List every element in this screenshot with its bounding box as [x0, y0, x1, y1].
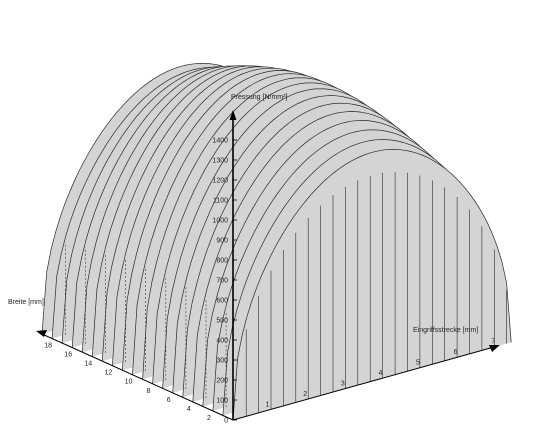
z-tick-label: 1400 [212, 138, 228, 145]
z-tick-label: 900 [216, 238, 228, 245]
x-tick-label: 2 [303, 391, 307, 398]
x-axis-line [232, 346, 495, 421]
z-tick-label: 0 [224, 418, 228, 425]
z-tick-label: 600 [216, 298, 228, 305]
y-axis-title: Breite [mm] [8, 299, 44, 306]
y-axis-arrow [36, 330, 47, 337]
z-tick-label: 300 [216, 358, 228, 365]
y-tick-label: 10 [125, 379, 133, 386]
z-tick-label: 800 [216, 258, 228, 265]
x-tick-label: 5 [416, 360, 420, 367]
y-tick-label: 4 [187, 406, 191, 413]
surface-section [233, 149, 512, 420]
z-tick-label: 200 [216, 378, 228, 385]
z-tick-label: 400 [216, 338, 228, 345]
z-axis-title: Pressung [N/mm²] [231, 94, 287, 101]
z-tick-label: 1100 [213, 198, 228, 205]
x-axis-arrow [489, 345, 500, 352]
z-tick-label: 100 [216, 398, 228, 405]
y-tick-label: 16 [64, 352, 72, 359]
tick-layer: 0 100 200 300 400 500 600 700 800 900 1000 1100 1200… [44, 138, 495, 425]
y-tick-label: 12 [105, 370, 113, 377]
x-tick-label: 3 [341, 381, 345, 388]
z-tick-label: 1300 [212, 158, 228, 165]
x-tick-label: 4 [378, 370, 382, 377]
z-tick-label: 1000 [212, 218, 228, 225]
y-tick-label: 8 [147, 388, 151, 395]
y-tick-label: 18 [44, 343, 52, 350]
y-tick-label: 6 [167, 397, 171, 404]
surface-layer [41, 62, 512, 421]
z-tick-label: 700 [216, 278, 228, 285]
surface-contour [232, 149, 512, 421]
z-axis-arrow [229, 110, 237, 120]
z-tick-label: 500 [216, 318, 228, 325]
y-tick-label: 14 [84, 361, 92, 368]
z-tick-label: 1200 [212, 178, 228, 185]
axis-layer: Pressung [N/mm²] Eingriffsstrecke [mm] B… [8, 94, 500, 421]
y-axis-line [41, 333, 234, 421]
y-tick-label: 2 [207, 415, 211, 422]
x-tick-label: 7 [491, 339, 495, 346]
x-tick-label: 1 [266, 402, 270, 409]
x-axis-title: Eingriffsstrecke [mm] [413, 327, 478, 334]
x-tick-label: 6 [454, 349, 458, 356]
